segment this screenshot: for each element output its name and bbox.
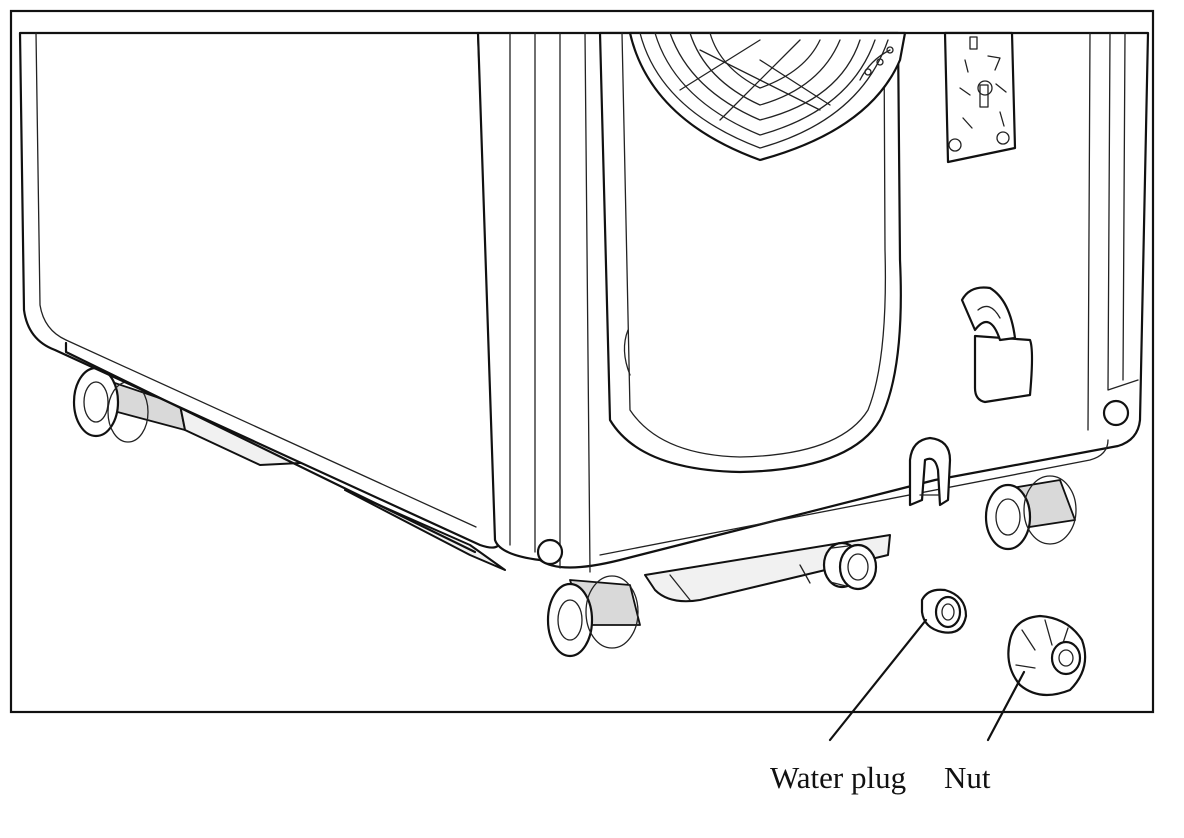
fan-recess [598,31,902,474]
nut-label: Nut [944,760,991,795]
hanger-hook [960,286,1034,404]
fan-grille [628,31,907,162]
drain-spout [822,541,878,591]
rear-left-caster [72,366,186,443]
front-right-caster [984,475,1077,551]
nut-part [1007,614,1087,697]
drain-outlet [908,436,952,507]
front-left-caster [546,575,641,658]
figure-frame [9,9,1155,714]
power-socket-plate [943,31,1017,164]
water-plug-leader [828,618,928,742]
nut-leader [986,670,1026,742]
water-plug-part [920,588,968,634]
water-plug-label: Water plug [770,760,907,795]
unit-side-panel [18,31,502,554]
